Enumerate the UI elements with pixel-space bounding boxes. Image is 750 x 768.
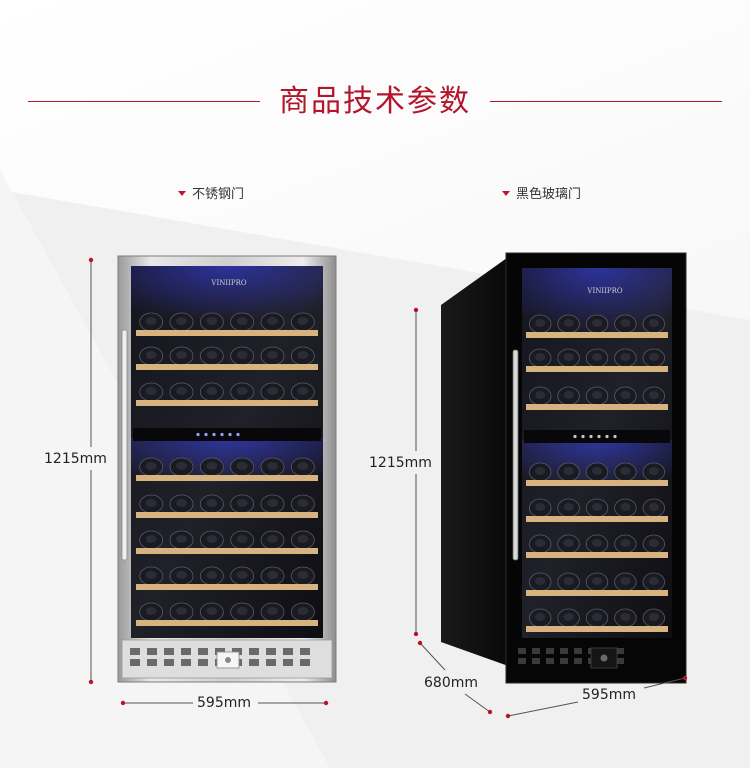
height-dimension-stainless: 1215mm (44, 451, 107, 467)
control-panel (133, 428, 321, 441)
cabinet-side (441, 253, 514, 668)
control-panel (524, 430, 670, 443)
dimension-lines (88, 257, 688, 719)
title-divider-right (490, 101, 722, 102)
triangle-marker-icon (502, 191, 510, 196)
lock-icon (225, 657, 231, 663)
page-title: 商品技术参数 (279, 84, 471, 119)
lock-icon (600, 654, 608, 662)
title-divider-left (28, 101, 260, 102)
bottle-racks (136, 312, 318, 626)
control-buttons (196, 432, 240, 437)
door-label-text: 不锈钢门 (192, 187, 245, 202)
width-dimension-stainless: 595mm (197, 695, 251, 711)
black-glass-wine-cabinet: VINIIPRO (441, 252, 687, 684)
brand-logo: VINIIPRO (586, 287, 622, 295)
door-handle (512, 349, 519, 561)
width-dimension-glass: 595mm (582, 687, 636, 703)
bottle-racks (526, 314, 668, 632)
height-dimension-glass: 1215mm (369, 455, 432, 471)
brand-logo: VINIIPRO (210, 279, 246, 287)
control-buttons (573, 434, 617, 439)
stainless-wine-cabinet: VINIIPRO (117, 255, 337, 683)
door-label-black-glass: 黑色玻璃门 (502, 187, 581, 203)
door-label-text: 黑色玻璃门 (516, 187, 582, 202)
triangle-marker-icon (178, 191, 186, 196)
door-handle (121, 329, 128, 561)
depth-dimension-glass: 680mm (424, 675, 478, 691)
door-label-stainless: 不锈钢门 (178, 187, 244, 203)
